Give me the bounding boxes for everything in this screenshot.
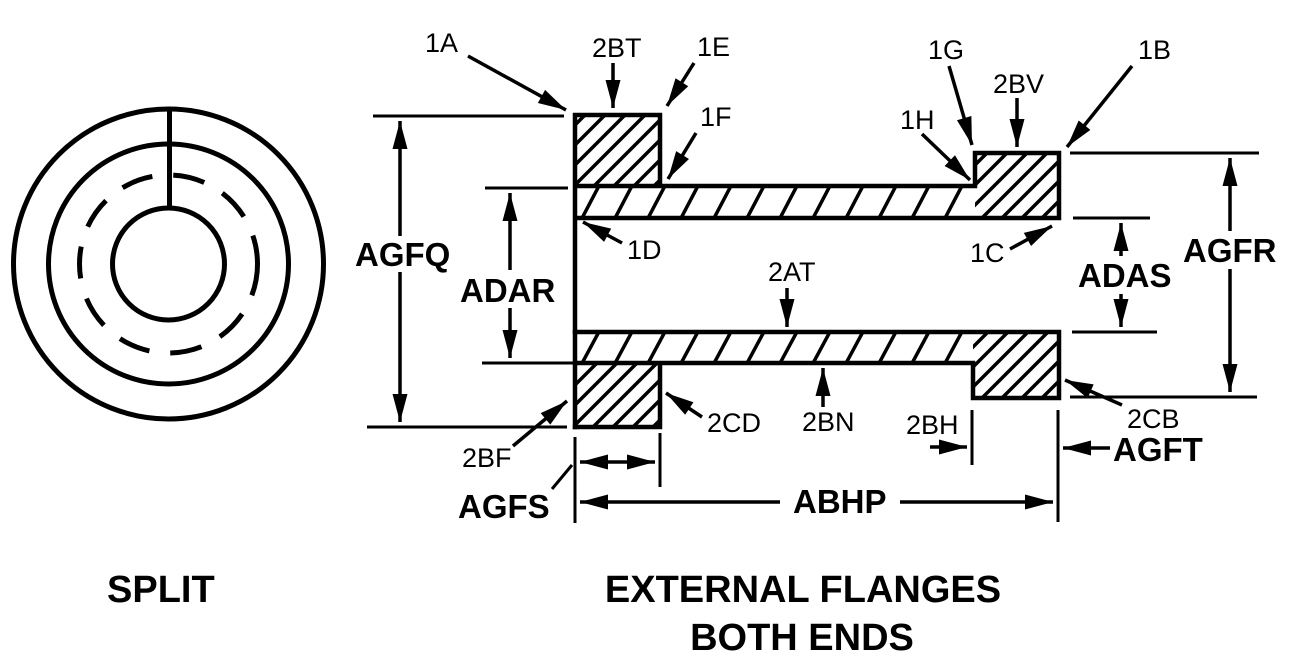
callout-1e-arrow [665,62,696,107]
callout-2bf-label: 2BF [462,443,512,473]
callout-2bf-arrow [511,399,569,448]
callout-1e-label: 1E [697,32,730,62]
lower-section-outline [572,329,1062,430]
upper-section-outline [572,112,1062,430]
callout-2at-label: 2AT [768,257,816,287]
extension-lines [367,114,1259,523]
callout-1c-label: 1C [970,238,1005,268]
callout-2bt-label: 2BT [592,33,642,63]
inner-bore-circle [110,205,227,323]
callout-1b-label: 1B [1138,35,1171,65]
dimension-lines [392,121,1238,510]
dim-agfq-label: AGFQ [355,236,450,273]
upper-right-flange-hatch [975,153,1059,218]
callout-2bn-label: 2BN [802,407,855,437]
dim-adar-label: ADAR [460,272,555,309]
section-view-title-line2: BOTH ENDS [690,617,914,659]
lower-left-flange-hatch [575,363,660,427]
upper-wall-hatch [575,186,975,218]
callout-1d-arrow [582,220,623,245]
hidden-diameter-dashed-circle [77,172,260,356]
callout-2cd-arrow [665,391,703,419]
callout-1h-label: 1H [900,105,935,135]
dim-adas-label: ADAS [1078,257,1172,294]
dimension-labels: AGFQ ADAR ADAS AGFR AGFS ABHP AGFT [355,232,1277,525]
lower-right-flange-hatch [973,332,1059,398]
cross-section-view: 1A 2BT 1E 1F 1G 2BV 1B 1H 1D 1C 2AT 2BF … [355,28,1277,525]
callout-1g-label: 1G [928,35,964,65]
dim-agfr-label: AGFR [1183,232,1277,269]
callout-1f-label: 1F [700,102,732,132]
callout-2bv-label: 2BV [993,69,1044,99]
callout-2cd-label: 2CD [707,408,761,438]
agfs-leader [550,464,574,490]
section-view-title-line1: EXTERNAL FLANGES [605,569,1001,611]
callout-1a-arrow [467,54,567,112]
split-view-title: SPLIT [107,569,215,611]
callout-1f-arrow [666,132,698,180]
callout-1b-arrow [1065,64,1134,149]
upper-left-flange-hatch [575,115,660,186]
callout-1g-arrow [947,65,974,146]
callout-2cb-label: 2CB [1127,404,1180,434]
dim-agfs-label: AGFS [458,488,550,525]
callout-1d-label: 1D [627,235,662,265]
callout-labels: 1A 2BT 1E 1F 1G 2BV 1B 1H 1D 1C 2AT 2BF … [425,28,1180,473]
view-titles: SPLIT EXTERNAL FLANGES BOTH ENDS [107,569,1001,659]
dim-agft-label: AGFT [1113,431,1203,468]
split-end-view [11,106,326,422]
callout-2cb-arrow [1064,378,1123,407]
callout-1c-arrow [1009,224,1053,251]
callout-1a-label: 1A [425,28,458,58]
lower-wall-hatch [575,332,973,363]
callout-1h-arrow [920,132,972,182]
dim-abhp-label: ABHP [793,483,887,520]
callout-arrows [467,54,1134,448]
callout-2bh-label: 2BH [906,410,959,440]
